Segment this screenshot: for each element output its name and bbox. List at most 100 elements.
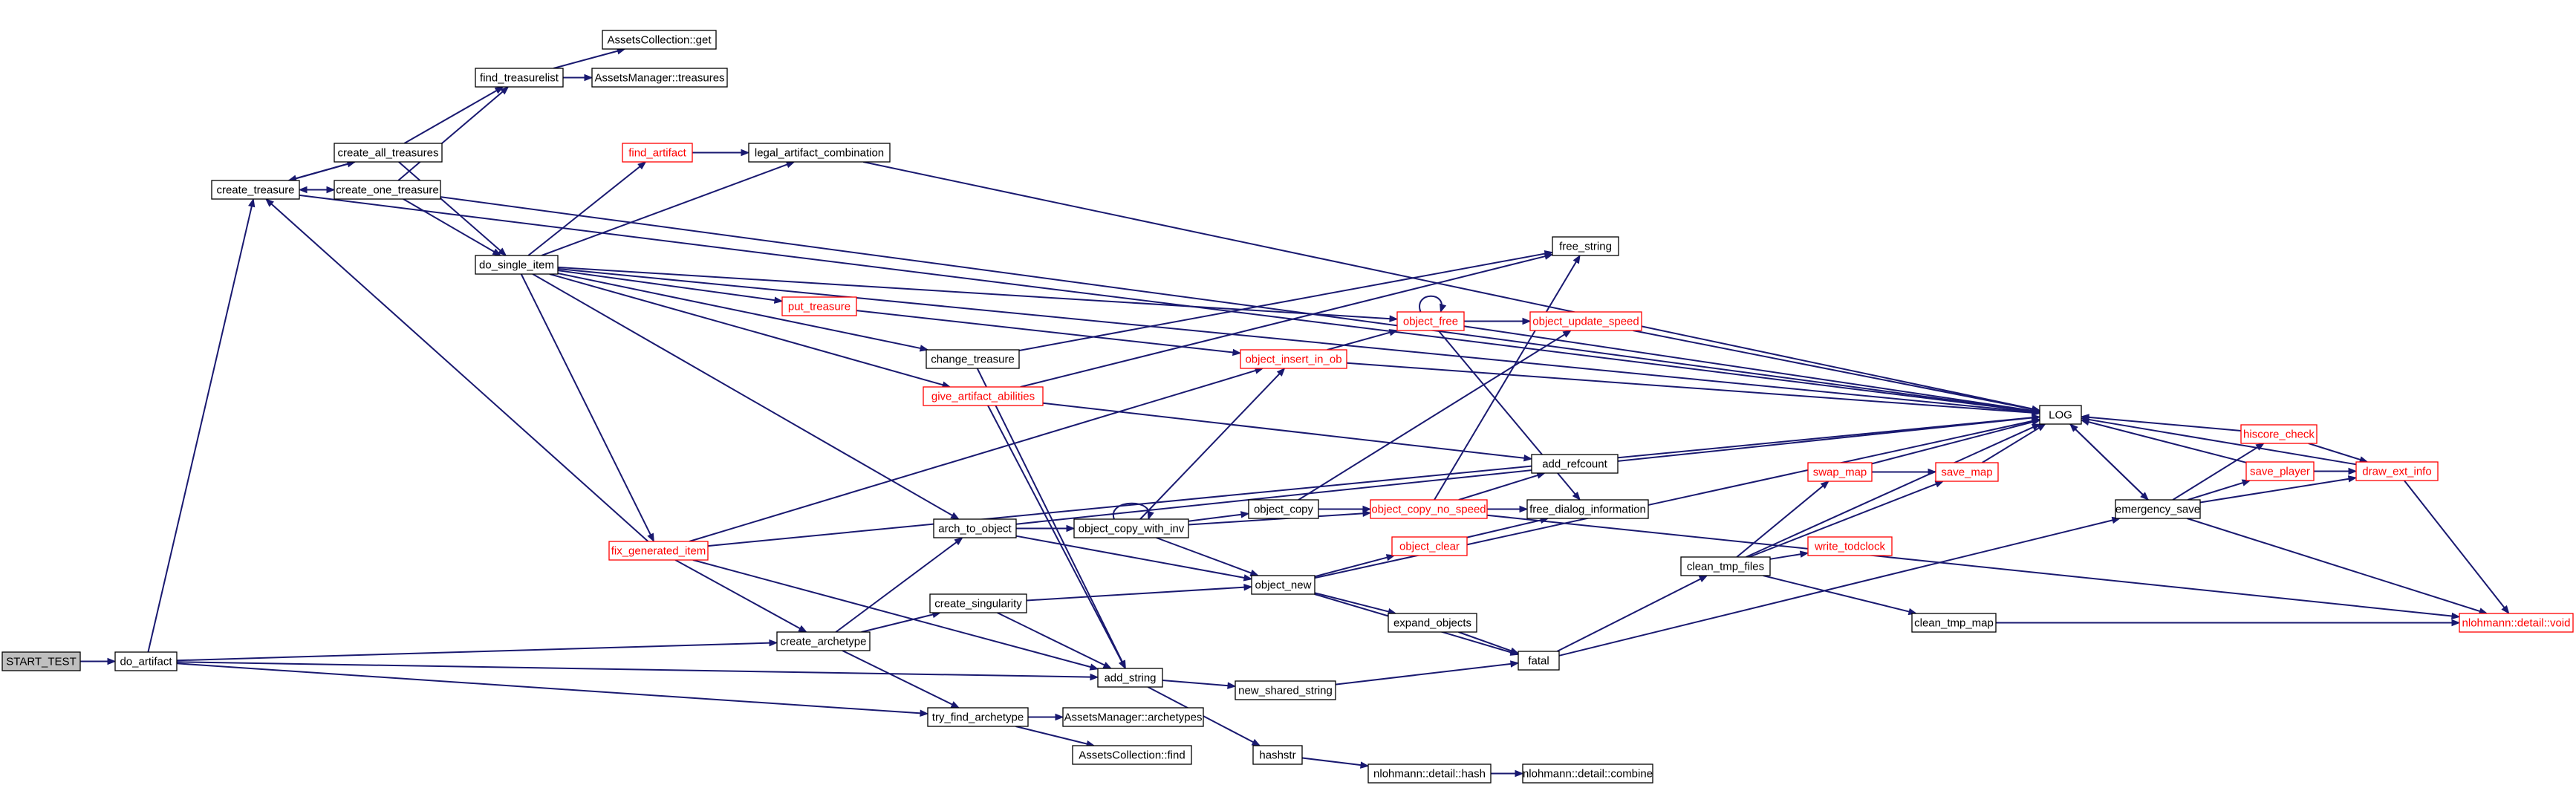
node-free-dialog-information[interactable]: free_dialog_information [1526, 499, 1649, 519]
node-label: nlohmann::detail::hash [1373, 768, 1486, 781]
edge-create-all-treasures-to-create-treasure [287, 161, 356, 182]
node-clean-tmp-files[interactable]: clean_tmp_files [1680, 556, 1771, 576]
node-object-update-speed[interactable]: object_update_speed [1529, 311, 1642, 331]
node-box [622, 143, 693, 163]
node-put-treasure[interactable]: put_treasure [781, 296, 857, 316]
edge-try-find-archetype-to-assetscollection-find [1015, 726, 1096, 748]
node-label: object_insert_in_ob [1245, 354, 1341, 366]
node-label: object_free [1403, 316, 1458, 328]
node-label: save_player [2250, 466, 2310, 478]
node-create-singularity[interactable]: create_singularity [929, 593, 1027, 613]
node-label: put_treasure [788, 301, 850, 313]
node-clean-tmp-map[interactable]: clean_tmp_map [1911, 613, 1997, 633]
edge-hashstr-to-nlohmann-detail-hash [1301, 757, 1370, 769]
node-find-treasurelist[interactable]: find_treasurelist [475, 68, 564, 88]
node-fatal[interactable]: fatal [1518, 651, 1560, 671]
node-label: object_copy_no_speed [1371, 504, 1486, 516]
node-hashstr[interactable]: hashstr [1252, 745, 1303, 765]
edge-create-singularity-to-add-string [997, 612, 1113, 669]
node-hiscore-check[interactable]: hiscore_check [2240, 424, 2318, 444]
node-draw-ext-info[interactable]: draw_ext_info [2355, 461, 2439, 481]
node-do-artifact[interactable]: do_artifact [114, 651, 178, 671]
node-label: expand_objects [1393, 617, 1471, 630]
node-write-todclock[interactable]: write_todclock [1807, 536, 1893, 556]
node-box [1251, 575, 1315, 595]
node-emergency-save[interactable]: emergency_save [2115, 499, 2201, 519]
node-new-shared-string[interactable]: new_shared_string [1235, 680, 1336, 700]
node-label: do_artifact [120, 656, 172, 668]
edge-swap-map-to-log [1871, 418, 2041, 465]
node-box [933, 518, 1017, 538]
node-label: new_shared_string [1238, 685, 1333, 697]
node-legal-artifact-combination[interactable]: legal_artifact_combination [748, 143, 891, 163]
node-label: clean_tmp_map [1914, 617, 1994, 630]
node-assetscollection-get[interactable]: AssetsCollection::get [602, 30, 717, 50]
edge-give-artifact-abilities-to-add-refcount [1042, 402, 1533, 462]
node-label: AssetsCollection::get [607, 34, 712, 47]
node-create-one-treasure[interactable]: create_one_treasure [334, 180, 441, 200]
node-box [114, 651, 178, 671]
node-nlohmann-detail-hash[interactable]: nlohmann::detail::hash [1367, 763, 1492, 784]
node-free-string[interactable]: free_string [1552, 236, 1619, 256]
edge-clean-tmp-files-to-log [1746, 423, 2041, 558]
node-box [1552, 236, 1619, 256]
node-label: AssetsCollection::find [1079, 749, 1185, 762]
node-label: fix_generated_item [611, 545, 706, 558]
node-add-refcount[interactable]: add_refcount [1531, 454, 1619, 474]
node-label: START_TEST [6, 656, 76, 668]
edge-object-copy-with-inv-to-object-new [1156, 537, 1260, 576]
node-box [475, 255, 559, 275]
edge-start-test-to-do-artifact [80, 657, 117, 665]
node-object-new[interactable]: object_new [1251, 575, 1315, 595]
node-box [334, 180, 441, 200]
node-box [475, 68, 564, 88]
node-box [1370, 499, 1488, 519]
node-box [781, 296, 857, 316]
edge-do-artifact-to-try-find-archetype [176, 662, 929, 717]
node-give-artifact-abilities[interactable]: give_artifact_abilities [923, 386, 1044, 406]
node-object-copy-with-inv[interactable]: object_copy_with_inv [1073, 518, 1189, 538]
node-label: create_archetype [781, 636, 867, 648]
node-label: add_string [1104, 672, 1156, 685]
edge-do-single-item-to-fix-generated-item [520, 273, 654, 543]
edge-object-copy-with-inv-to-object-copy [1188, 511, 1250, 522]
node-fix-generated-item[interactable]: fix_generated_item [608, 541, 709, 561]
node-log[interactable]: LOG [2039, 405, 2082, 425]
node-swap-map[interactable]: swap_map [1807, 462, 1873, 482]
node-save-player[interactable]: save_player [2245, 461, 2315, 481]
node-start-test[interactable]: START_TEST [1, 651, 81, 671]
node-do-single-item[interactable]: do_single_item [475, 255, 559, 275]
node-arch-to-object[interactable]: arch_to_object [933, 518, 1017, 538]
node-nlohmann-detail-combine[interactable]: nlohmann::detail::combine [1522, 763, 1653, 784]
node-try-find-archetype[interactable]: try_find_archetype [927, 707, 1029, 727]
node-create-all-treasures[interactable]: create_all_treasures [334, 143, 443, 163]
node-nlohmann-detail-void[interactable]: nlohmann::detail::void [2459, 613, 2574, 633]
node-label: AssetsManager::archetypes [1064, 712, 1203, 724]
node-create-treasure[interactable]: create_treasure [211, 180, 300, 200]
node-box [1, 651, 81, 671]
node-object-copy-no-speed[interactable]: object_copy_no_speed [1370, 499, 1488, 519]
node-box [929, 593, 1027, 613]
node-label: object_copy [1254, 504, 1314, 516]
node-box [1396, 311, 1465, 331]
node-save-map[interactable]: save_map [1935, 462, 1999, 482]
edge-save-player-to-log [2080, 418, 2247, 463]
node-box [591, 68, 728, 88]
node-find-artifact[interactable]: find_artifact [622, 143, 693, 163]
node-create-archetype[interactable]: create_archetype [776, 631, 871, 651]
node-add-string[interactable]: add_string [1097, 668, 1163, 688]
node-label: create_one_treasure [336, 184, 438, 197]
node-object-free[interactable]: object_free [1396, 311, 1465, 331]
node-object-clear[interactable]: object_clear [1391, 536, 1468, 556]
node-assetscollection-find[interactable]: AssetsCollection::find [1072, 745, 1192, 765]
node-expand-objects[interactable]: expand_objects [1388, 613, 1477, 633]
node-label: fatal [1528, 655, 1549, 668]
node-assetsmanager-archetypes[interactable]: AssetsManager::archetypes [1062, 707, 1204, 727]
node-assetsmanager-treasures[interactable]: AssetsManager::treasures [591, 68, 728, 88]
node-object-copy[interactable]: object_copy [1248, 499, 1319, 519]
node-label: do_single_item [479, 259, 554, 272]
node-object-insert-in-ob[interactable]: object_insert_in_ob [1240, 349, 1347, 369]
node-label: add_refcount [1542, 458, 1607, 471]
node-change-treasure[interactable]: change_treasure [926, 349, 1020, 369]
edge-object-copy-with-inv-to-object-copy-with-inv [1112, 502, 1154, 521]
